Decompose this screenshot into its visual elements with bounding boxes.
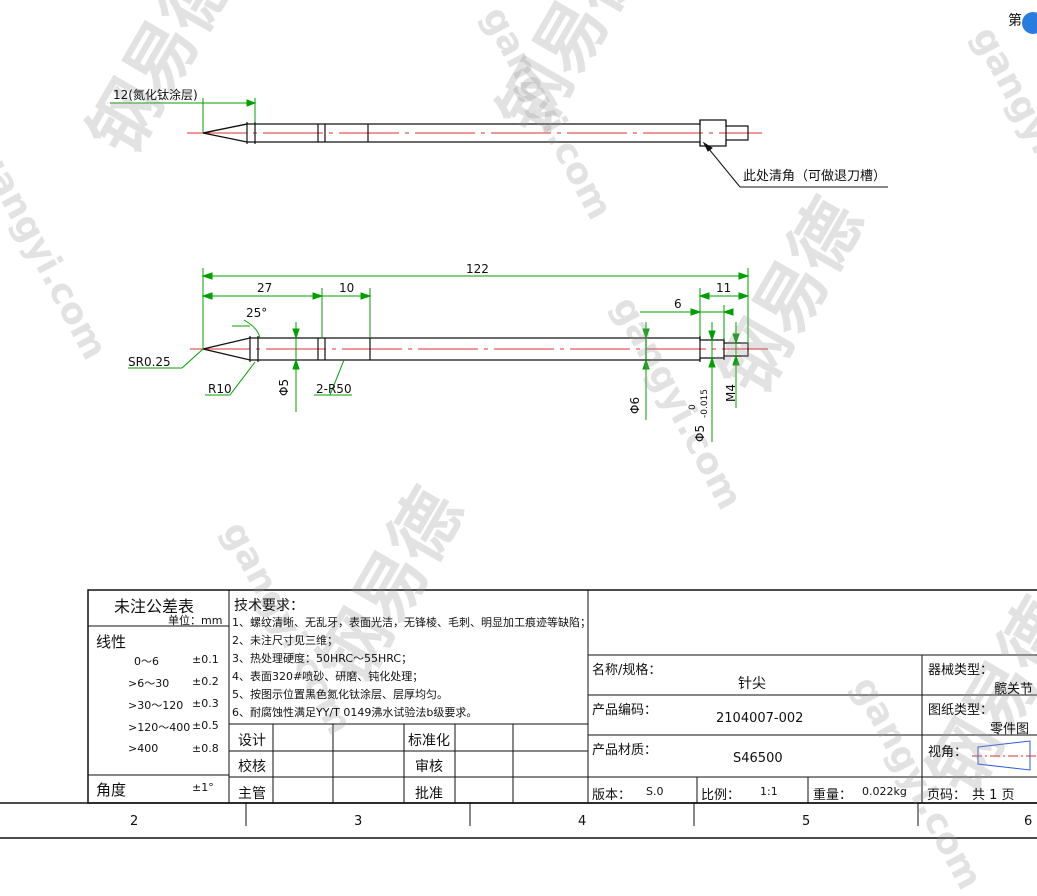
material-label: 产品材质： [592, 743, 658, 758]
main-view-dimensions [128, 268, 750, 442]
zone-strip [0, 802, 1037, 839]
chamfer-note: 此处清角（可做退刀槽） [743, 169, 887, 184]
dim-dia5-tol: Φ5 [693, 424, 707, 442]
zone-number: 4 [578, 814, 587, 829]
tech-req-item: 5、按图示位置黑色氮化钛涂层、层厚均匀。 [232, 688, 448, 701]
scale-value: 1:1 [760, 785, 778, 798]
part-material: S46500 [733, 751, 783, 766]
signoff-supervisor: 主管 [238, 786, 266, 802]
dim-10: 10 [339, 281, 355, 295]
coating-dimension [110, 98, 257, 133]
name-label: 名称/规格： [592, 663, 662, 678]
tol-row-range: >6～30 [128, 677, 170, 690]
tol-row-range: 0～6 [134, 655, 159, 668]
dim-sr: SR0.25 [128, 355, 171, 369]
tol-row-range: >120～400 [128, 721, 191, 734]
zone-number: 5 [802, 814, 811, 829]
scale-label: 比例： [701, 788, 741, 803]
tol-row-value: ±0.2 [192, 675, 219, 688]
dim-27: 27 [257, 281, 273, 295]
page-value: 共 1 页 [972, 788, 1015, 803]
signoff-review: 审核 [415, 759, 443, 775]
tech-req-item: 1、螺纹清晰、无乱牙，表面光洁，无锋棱、毛刺、明显加工痕迹等缺陷； [232, 616, 591, 629]
corner-badge-icon[interactable] [1022, 12, 1037, 34]
linear-label: 线性 [96, 633, 127, 651]
tech-req-item: 3、热处理硬度：50HRC～55HRC； [232, 652, 413, 665]
weight-value: 0.022kg [862, 785, 907, 798]
dim-angle-25: 25° [246, 306, 268, 320]
angle-label: 角度 [96, 781, 127, 799]
tolerance-title: 未注公差表 [114, 597, 195, 616]
zone-number: 6 [1024, 814, 1033, 829]
dim-tol-lower: -0.015 [700, 388, 710, 418]
drawing-type-value: 零件图 [990, 722, 1030, 737]
code-label: 产品编码： [592, 703, 658, 718]
version-value: S.0 [646, 785, 664, 798]
part-code: 2104007-002 [716, 711, 804, 726]
angle-tol: ±1° [192, 781, 214, 794]
dim-r10: R10 [208, 382, 232, 396]
dim-total-122: 122 [466, 262, 489, 276]
dim-11: 11 [716, 281, 732, 295]
tol-row-value: ±0.1 [192, 653, 219, 666]
drawing-type-label: 图纸类型： [928, 703, 994, 718]
tol-row-range: >400 [128, 742, 159, 755]
zone-number: 3 [354, 814, 363, 829]
tol-row-value: ±0.3 [192, 697, 219, 710]
tol-row-value: ±0.8 [192, 742, 219, 755]
dim-dia6: Φ6 [628, 396, 642, 414]
tolerance-unit: 单位：mm [168, 614, 223, 627]
top-view-part [187, 119, 762, 147]
main-view-part [190, 336, 768, 362]
dim-r50: 2-R50 [316, 382, 352, 396]
engineering-drawing [0, 98, 1037, 839]
tech-req-item: 4、表面320#喷砂、研磨、钝化处理； [232, 670, 424, 683]
dim-6: 6 [674, 297, 682, 311]
part-name: 针尖 [738, 676, 766, 692]
tol-row-range: >30～120 [128, 699, 184, 712]
coating-note: 12(氮化钛涂层) [113, 88, 198, 102]
zone-number: 2 [130, 814, 139, 829]
signoff-approve: 批准 [415, 786, 443, 802]
equip-label: 器械类型： [928, 663, 994, 678]
view-label: 视角： [928, 745, 968, 760]
version-label: 版本： [592, 788, 632, 803]
corner-label: 第 [1008, 13, 1022, 29]
tech-req-item: 2、未注尺寸见三维； [232, 634, 338, 647]
weight-label: 重量： [813, 788, 853, 803]
signoff-design: 设计 [238, 733, 266, 749]
equip-value: 髋关节 [994, 682, 1034, 697]
dim-m4: M4 [724, 384, 738, 402]
tech-req-title: 技术要求： [234, 598, 304, 614]
signoff-check: 校核 [238, 759, 266, 775]
tol-row-value: ±0.5 [192, 719, 219, 732]
chamfer-leader [702, 141, 888, 188]
signoff-standard: 标准化 [408, 733, 450, 749]
dim-dia5-left: Φ5 [277, 378, 291, 396]
page-label: 页码： [927, 788, 967, 803]
tech-req-item: 6、耐腐蚀性满足YY/T 0149沸水试验法b级要求。 [232, 706, 478, 719]
